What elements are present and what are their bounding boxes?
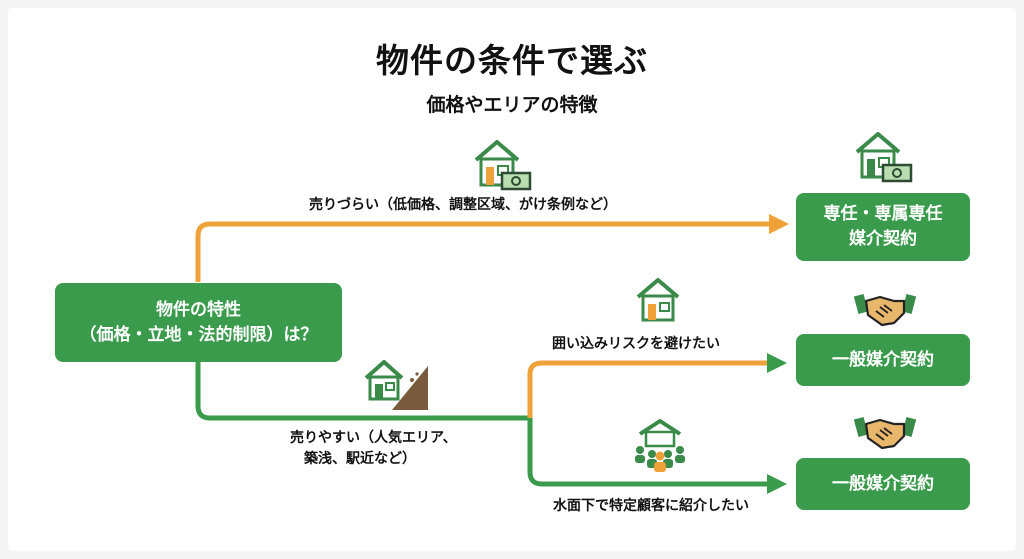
house-icon: [634, 277, 682, 327]
handshake-icon-lower: [853, 410, 917, 456]
easy-to-sell-label: 売りやすい（人気エリア、 築浅、駅近など）: [290, 428, 457, 470]
arrow-avoid-enclosure: [527, 353, 787, 418]
exclusive-line2: 媒介契約: [849, 229, 917, 249]
general-contract-box-upper: 一般媒介契約: [796, 334, 970, 386]
property-characteristics-box: 物件の特性 （価格・立地・法的制限）は？: [55, 283, 342, 362]
arrow-hard-to-sell: [195, 214, 789, 282]
handshake-icon: [853, 287, 917, 333]
house-money-icon: [470, 138, 534, 198]
general-upper-label: 一般媒介契約: [832, 349, 934, 370]
house-crowd-icon: [630, 418, 690, 478]
general-lower-label: 一般媒介契約: [832, 473, 934, 494]
arrow-easy-to-sell: [195, 362, 530, 421]
diagram-title: 物件の条件で選ぶ: [376, 41, 648, 80]
exclusive-line1: 専任・専属専任: [823, 204, 943, 225]
general-contract-box-lower: 一般媒介契約: [796, 458, 970, 510]
house-slope-icon: [362, 358, 432, 418]
source-line1: 物件の特性: [156, 299, 241, 320]
easy-label-line2: 築浅、駅近など）: [304, 451, 416, 467]
easy-label-line1: 売りやすい（人気エリア、: [290, 430, 457, 446]
exclusive-contract-box: 専任・専属専任 媒介契約: [796, 193, 970, 261]
source-line2: （価格・立地・法的制限）は？: [79, 324, 318, 345]
private-referral-label: 水面下で特定顧客に紹介したい: [553, 498, 749, 514]
hard-to-sell-label: 売りづらい（低価格、調整区域、がけ条例など）: [309, 197, 617, 213]
diagram-subtitle: 価格やエリアの特徴: [426, 94, 598, 116]
avoid-enclosure-label: 囲い込みリスクを避けたい: [552, 336, 720, 352]
house-money-icon-right: [851, 130, 915, 190]
arrow-private-referral: [527, 418, 787, 494]
